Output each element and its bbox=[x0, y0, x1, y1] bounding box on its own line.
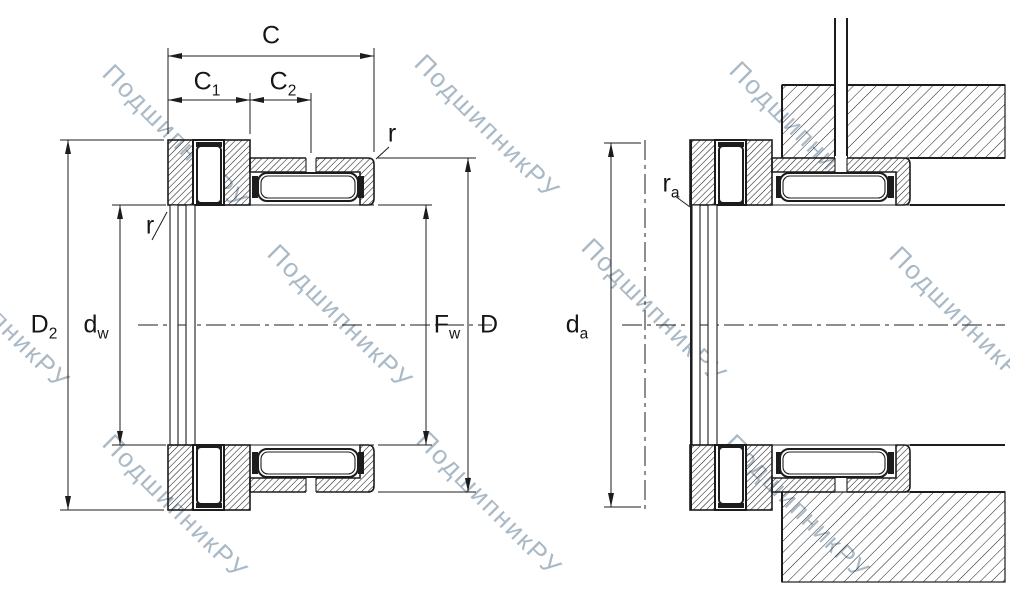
right-view-mounting-section bbox=[604, 18, 1006, 583]
outer-collar-hatch bbox=[745, 139, 773, 206]
thrust-washer-section-hatch bbox=[167, 444, 194, 511]
oil-hole bbox=[835, 156, 847, 174]
housing-lower bbox=[781, 444, 1006, 583]
housing-upper bbox=[781, 18, 1006, 206]
thrust-washer-section-hatch bbox=[689, 444, 716, 511]
upper-half-section bbox=[689, 139, 911, 206]
thrust-washer-section-hatch bbox=[689, 139, 716, 206]
outer-collar-hatch bbox=[745, 444, 773, 511]
lower-half-section bbox=[167, 444, 375, 511]
thrust-roller bbox=[196, 145, 222, 204]
thrust-washer-section-hatch bbox=[167, 139, 194, 206]
dimension-c2 bbox=[250, 93, 312, 153]
radius-leader bbox=[674, 195, 691, 208]
needle-roller-inner bbox=[260, 451, 356, 475]
thrust-washer bbox=[707, 204, 718, 446]
oil-hole bbox=[306, 476, 316, 494]
dimension-fw bbox=[378, 204, 432, 446]
dim-label-dw: dw bbox=[83, 310, 109, 343]
cage-rail bbox=[196, 503, 222, 508]
dim-label-c1: C1 bbox=[193, 67, 221, 100]
outer-collar-hatch bbox=[223, 444, 251, 511]
radius-leader bbox=[375, 146, 390, 160]
thrust-roller bbox=[718, 446, 744, 505]
outer-collar-hatch bbox=[223, 139, 251, 206]
dim-label-c: C bbox=[261, 21, 281, 50]
thrust-washer bbox=[691, 204, 701, 446]
dimension-da bbox=[604, 142, 641, 508]
oil-hole bbox=[306, 156, 316, 174]
needle-cage-end bbox=[252, 452, 258, 474]
dimension-c bbox=[167, 48, 375, 152]
oil-hole bbox=[835, 476, 847, 494]
dim-label-fw: Fw bbox=[433, 310, 461, 343]
upper-half-section bbox=[167, 139, 375, 206]
dimension-dw bbox=[112, 204, 166, 446]
thrust-washer bbox=[185, 204, 196, 446]
dimension-d bbox=[378, 157, 476, 493]
dim-label-c2: C2 bbox=[269, 67, 297, 100]
needle-cage-end bbox=[252, 176, 258, 198]
needle-cage-end bbox=[358, 176, 364, 198]
dim-label-r-outer: r bbox=[387, 119, 397, 148]
cage-rail bbox=[196, 142, 222, 147]
needle-roller-inner bbox=[260, 175, 356, 199]
thrust-roller bbox=[718, 145, 744, 204]
needle-cage-end bbox=[358, 452, 364, 474]
dim-label-d2: D2 bbox=[30, 310, 58, 343]
dim-label-d: D bbox=[479, 310, 499, 339]
dim-label-r-inner: r bbox=[145, 211, 155, 240]
thrust-roller bbox=[196, 446, 222, 505]
radius-leader bbox=[151, 211, 168, 241]
thrust-washer bbox=[169, 204, 179, 446]
left-view-bearing-section bbox=[60, 48, 492, 511]
dim-label-da: da bbox=[565, 310, 589, 343]
dim-label-ra: ra bbox=[662, 169, 680, 202]
dimension-d2 bbox=[60, 139, 164, 511]
lower-half-section bbox=[689, 444, 911, 511]
